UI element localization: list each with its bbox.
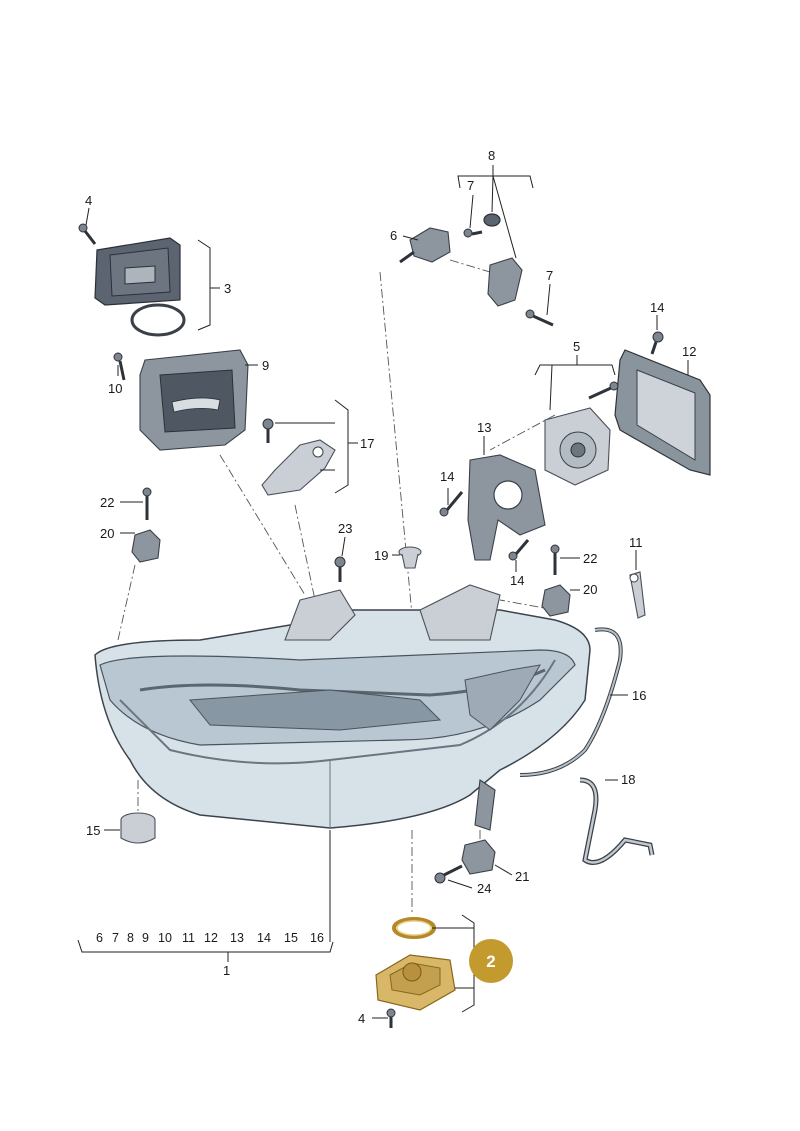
assembly-item: 7	[112, 931, 119, 945]
label-14-top: 14	[650, 300, 664, 315]
bolt-4-bottom	[386, 1008, 396, 1028]
label-13: 13	[477, 420, 491, 435]
bolt-24	[434, 864, 463, 884]
label-12: 12	[682, 344, 696, 359]
assembly-item: 14	[257, 931, 271, 945]
bolt-14-left	[439, 491, 464, 517]
bolt-4-top	[78, 223, 97, 245]
seal-part-16	[519, 627, 623, 777]
bolt-17	[262, 418, 274, 443]
label-23: 23	[338, 521, 352, 536]
bracket-part-17	[261, 439, 336, 496]
label-21: 21	[515, 869, 529, 884]
label-18: 18	[621, 772, 635, 787]
label-24: 24	[477, 881, 491, 896]
label-1: 1	[223, 963, 230, 978]
bolt-14-low	[508, 539, 530, 561]
assembly-item: 13	[230, 931, 244, 945]
bolt-7-right	[525, 309, 554, 327]
assembly-item: 10	[158, 931, 172, 945]
bracket-part-9	[139, 349, 249, 451]
bolt-10	[113, 352, 126, 381]
label-7-top: 7	[467, 178, 474, 193]
cap-part-15	[120, 812, 156, 844]
assembly-item: 12	[204, 931, 218, 945]
label-22-right: 22	[583, 551, 597, 566]
highlighted-part-2	[375, 917, 456, 1011]
assembly-item: 8	[127, 931, 134, 945]
label-5: 5	[573, 339, 580, 354]
highlight-badge: 2	[469, 939, 513, 983]
label-11: 11	[629, 535, 643, 550]
grommet-part-19	[398, 546, 422, 569]
clip-part-21	[461, 839, 496, 875]
label-4-bottom: 4	[358, 1011, 365, 1026]
label-14-low: 14	[510, 573, 524, 588]
label-14-left: 14	[440, 469, 454, 484]
clip-part-11	[629, 571, 646, 619]
control-module-part-3	[94, 237, 186, 337]
badge-label: 2	[486, 952, 495, 971]
assembly-item: 6	[96, 931, 103, 945]
assembly-number-list: 6 7 8 9 10 11 12 13 14 15 16	[96, 931, 324, 945]
label-16: 16	[632, 688, 646, 703]
clip-part-20-left	[131, 529, 161, 563]
bracket-part-8	[483, 213, 523, 307]
label-22-left: 22	[100, 495, 114, 510]
bolt-22-left	[142, 487, 152, 520]
label-8: 8	[488, 148, 495, 163]
bolt-23	[334, 556, 346, 582]
label-9: 9	[262, 358, 269, 373]
adjuster-part-6	[399, 227, 451, 264]
part-number-labels: 8 7 6 7 4 3 9 10 17 14 12 5 13 14 22 20 …	[85, 148, 696, 1026]
assembly-guide-lines	[117, 259, 556, 912]
bolt-5	[588, 381, 619, 400]
motor-part-5	[544, 407, 611, 486]
label-20-right: 20	[583, 582, 597, 597]
label-10: 10	[108, 381, 122, 396]
clip-part-20-right	[541, 584, 571, 617]
label-17: 17	[360, 436, 374, 451]
bolts	[78, 223, 664, 1028]
bolt-22-right	[550, 544, 560, 575]
label-15: 15	[86, 823, 100, 838]
label-6: 6	[390, 228, 397, 243]
hose-part-18	[579, 777, 655, 865]
label-7-right: 7	[546, 268, 553, 283]
cover-part-12	[614, 349, 711, 476]
headlight-housing	[94, 584, 591, 831]
leader-lines	[77, 165, 689, 1019]
label-19: 19	[374, 548, 388, 563]
assembly-item: 11	[182, 931, 195, 945]
label-3: 3	[224, 281, 231, 296]
label-4-top: 4	[85, 193, 92, 208]
assembly-item: 15	[284, 931, 298, 945]
assembly-item: 16	[310, 931, 324, 945]
assembly-item: 9	[142, 931, 149, 945]
bracket-part-13	[467, 454, 546, 561]
label-20-left: 20	[100, 526, 114, 541]
bolt-14-top	[650, 331, 664, 355]
bolt-7-top	[463, 228, 483, 238]
